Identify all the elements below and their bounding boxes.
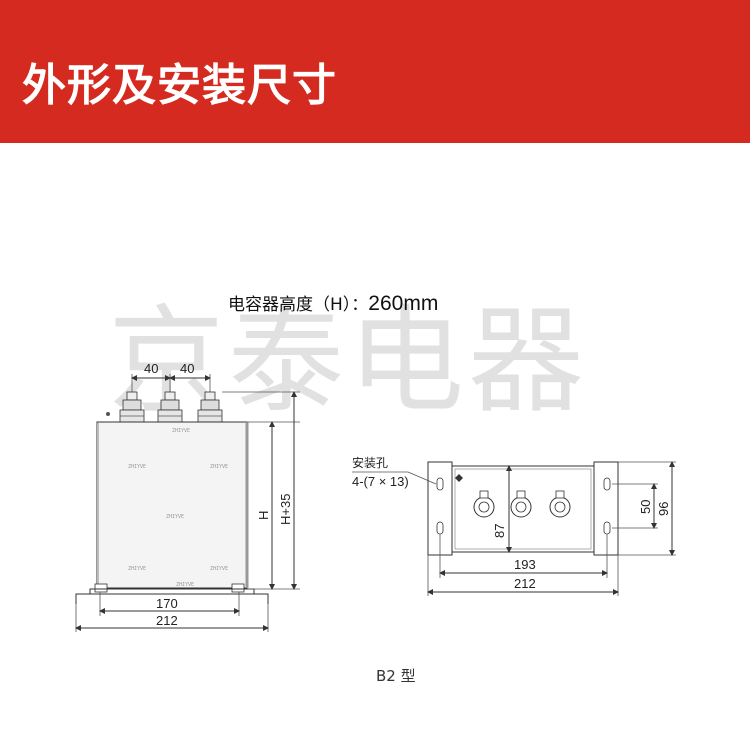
height-spec: 电容器高度（H）：260mm xyxy=(228,290,438,316)
dim-right-group: 50 96 xyxy=(612,461,676,556)
mount-holes xyxy=(436,474,611,535)
dim-96: 96 xyxy=(656,502,671,516)
svg-text:ZHIYVE: ZHIYVE xyxy=(128,566,146,572)
mount-hole-callout: 安装孔 4-(7 × 13) xyxy=(352,455,437,489)
dim-40-right: 40 xyxy=(180,361,194,376)
terminal-left xyxy=(119,391,145,423)
top-view: 安装孔 4-(7 × 13) xyxy=(352,455,676,596)
capacitor-outline xyxy=(451,465,595,553)
height-dimensions: H H+35 xyxy=(222,391,300,590)
capacitor-body xyxy=(96,421,248,589)
svg-text:ZHIYVE: ZHIYVE xyxy=(128,464,146,470)
mount-hole-spec: 4-(7 × 13) xyxy=(352,474,409,489)
dim-bottom-group: 193 212 xyxy=(427,534,619,596)
mounting-base xyxy=(75,583,269,604)
terminal-spacing-dimension: 40 40 xyxy=(131,361,211,395)
dim-50: 50 xyxy=(638,500,653,514)
dim-H: H xyxy=(256,511,271,520)
mount-hole-label: 安装孔 xyxy=(352,455,388,470)
height-spec-value: 260mm xyxy=(368,292,439,315)
width-dimensions: 170 212 xyxy=(75,592,269,632)
dim-87: 87 xyxy=(492,524,507,538)
dim-170: 170 xyxy=(156,596,178,611)
terminal-right xyxy=(197,391,223,423)
body-markings: ZHIYVE ZHIYVE ZHIYVE ZHIYVE ZHIYVE ZHIYV… xyxy=(128,428,228,588)
svg-text:ZHIYVE: ZHIYVE xyxy=(172,428,190,434)
dim-193: 193 xyxy=(514,557,536,572)
dim-40-left: 40 xyxy=(144,361,158,376)
dim-212-top: 212 xyxy=(514,576,536,591)
svg-text:ZHIYVE: ZHIYVE xyxy=(176,582,194,588)
terminals-top xyxy=(473,490,571,518)
dim-87-group: 87 xyxy=(492,465,512,553)
watermark: 京泰电器 xyxy=(108,294,588,429)
dim-H-plus-35: H+35 xyxy=(278,494,293,525)
svg-text:ZHIYVE: ZHIYVE xyxy=(210,464,228,470)
terminal-middle xyxy=(157,391,183,423)
model-label: B2 型 xyxy=(376,667,416,685)
front-view: 40 40 xyxy=(75,361,300,632)
header-bar: 外形及安装尺寸 xyxy=(0,0,750,143)
height-spec-label: 电容器高度（H）： xyxy=(228,295,369,315)
dim-212-front: 212 xyxy=(156,613,178,628)
page-title: 外形及安装尺寸 xyxy=(22,60,337,111)
terminals xyxy=(106,391,223,423)
svg-text:ZHIYVE: ZHIYVE xyxy=(166,514,184,520)
svg-text:ZHIYVE: ZHIYVE xyxy=(210,566,228,572)
